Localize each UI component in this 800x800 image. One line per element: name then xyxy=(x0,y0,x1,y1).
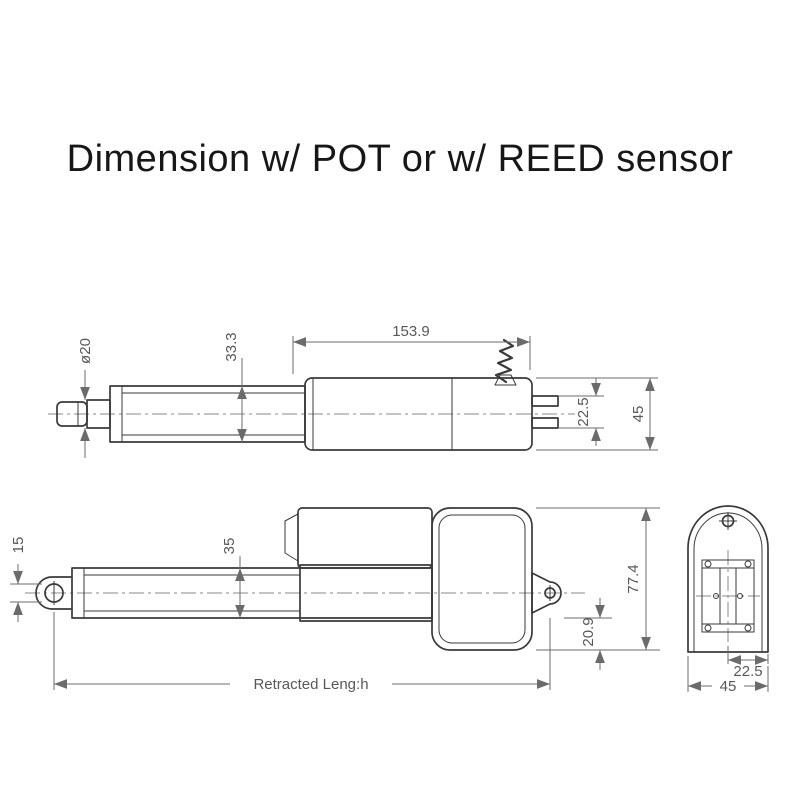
end-cap-outline xyxy=(687,505,769,653)
motor-end-cap xyxy=(284,513,299,562)
bolt-hole xyxy=(704,624,712,632)
mounting-ear xyxy=(531,572,562,614)
actuator-body xyxy=(304,377,533,451)
dim-tube-height: 35 xyxy=(221,538,245,618)
dim-retracted-length: Retracted Leng:h xyxy=(53,612,551,693)
front-clevis xyxy=(35,576,73,610)
bolt-hole xyxy=(744,560,752,568)
dim-label: 77.4 xyxy=(625,564,642,593)
mounting-bracket-details xyxy=(702,567,754,625)
actuator-body-details xyxy=(312,378,453,450)
end-view: 22.5 45 xyxy=(687,505,769,695)
dim-overall-height-front: 77.4 xyxy=(536,507,660,651)
dim-overall-height-top: 45 xyxy=(536,377,658,451)
dim-clevis-hole: 15 xyxy=(10,537,42,622)
dim-rod-diameter: ø20 xyxy=(77,338,94,458)
gear-housing xyxy=(431,507,533,651)
dim-full-width: 45 xyxy=(687,656,769,695)
dim-bottom-offset: 20.9 xyxy=(564,598,612,670)
front-side-view: 15 35 77.4 20.9 Re xyxy=(10,507,660,693)
top-hole-crosshair xyxy=(719,512,737,530)
dim-label: Retracted Leng:h xyxy=(253,676,368,693)
dim-label: 153.9 xyxy=(392,323,430,340)
bolt-hole xyxy=(737,593,743,599)
dim-label: 45 xyxy=(630,406,647,423)
motor-housing xyxy=(297,507,433,569)
sensor-cable-spring xyxy=(494,338,515,384)
dim-label: 22.5 xyxy=(733,663,762,680)
dim-tube-diameter: 33.3 xyxy=(223,332,247,442)
connector-pin-upper xyxy=(531,395,559,407)
dim-connector-height: 22.5 xyxy=(558,378,604,446)
end-view-centerlines xyxy=(696,550,760,642)
bolt-hole xyxy=(704,560,712,568)
dim-label: 33.3 xyxy=(223,332,240,361)
dim-label: 35 xyxy=(221,538,238,555)
mounting-bracket xyxy=(701,559,755,633)
outer-tube-details xyxy=(121,386,305,442)
outer-tube-details xyxy=(83,565,301,621)
dim-body-length: 153.9 xyxy=(292,323,531,374)
bolt-hole xyxy=(713,593,719,599)
page-title: Dimension w/ POT or w/ REED sensor xyxy=(66,138,734,180)
connector-pin-lower xyxy=(531,417,559,429)
dim-label: ø20 xyxy=(77,338,94,364)
dim-label: 22.5 xyxy=(575,397,592,426)
top-side-view: 153.9 33.3 ø20 22.5 45 xyxy=(48,323,658,458)
extension-lines xyxy=(53,612,551,690)
cable-gland xyxy=(494,374,517,386)
bolt-hole xyxy=(744,624,752,632)
dim-label: 20.9 xyxy=(580,617,597,646)
bracket-bolt-holes xyxy=(704,560,752,632)
dim-half-width: 22.5 xyxy=(727,646,769,680)
gear-housing-inner xyxy=(438,514,526,644)
dim-label: 45 xyxy=(720,678,737,695)
dim-label: 15 xyxy=(10,537,27,554)
extension-lines xyxy=(536,377,658,451)
